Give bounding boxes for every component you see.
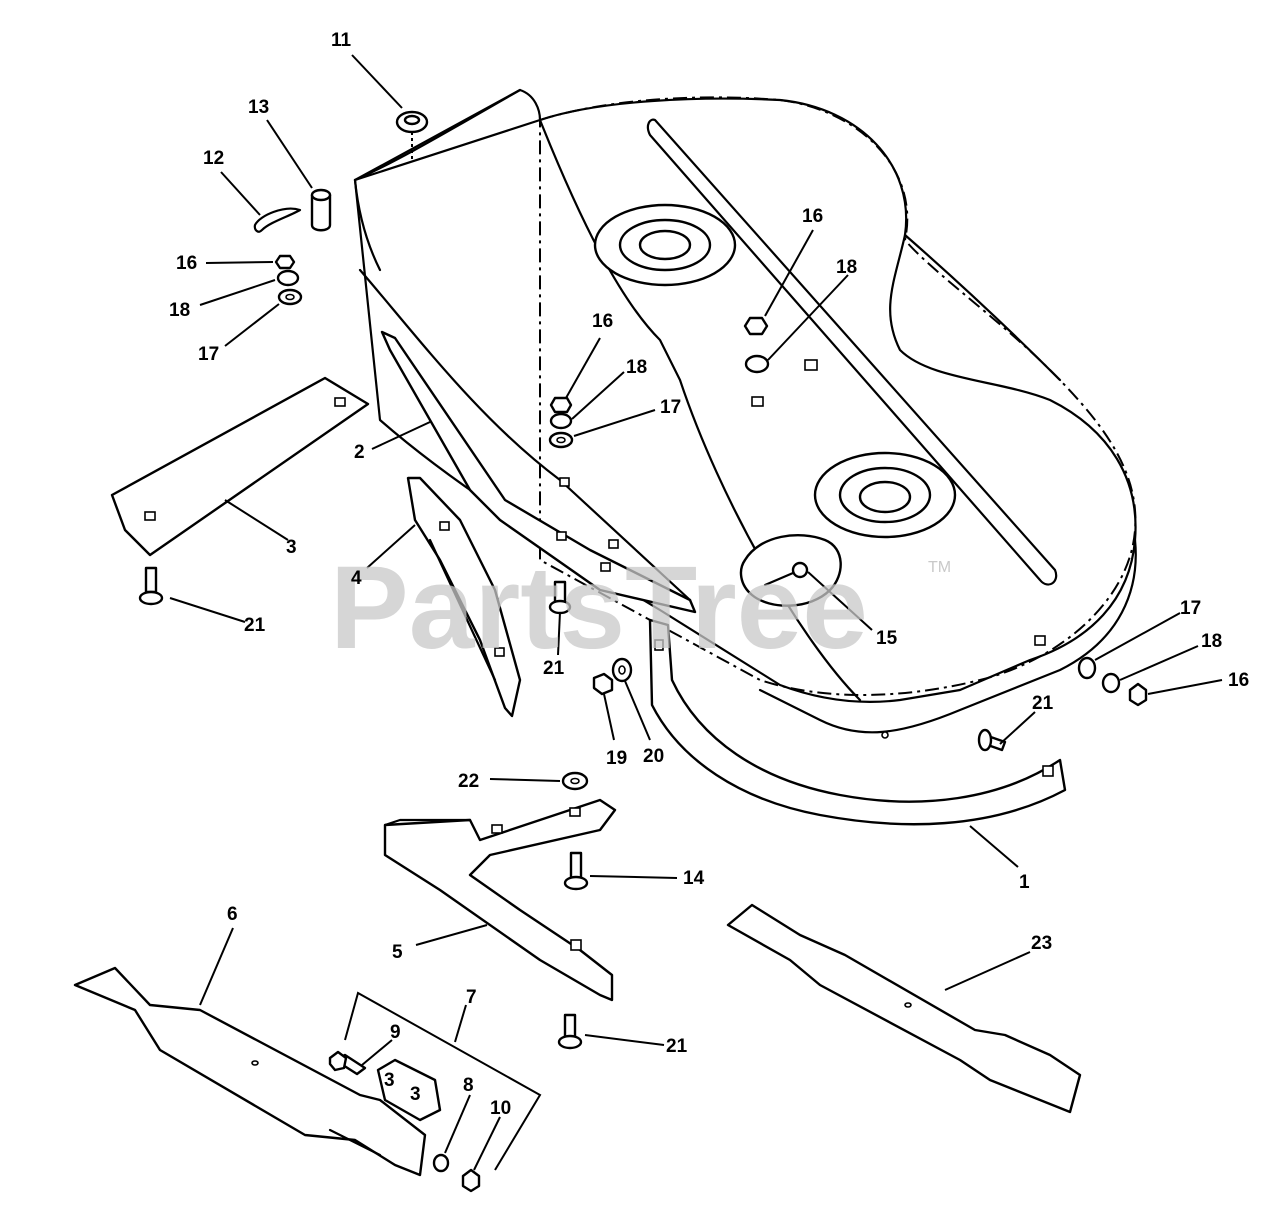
part-23-blade-right xyxy=(726,903,1082,1114)
part-20-washer xyxy=(611,657,633,683)
fastener-stack-left xyxy=(274,254,303,306)
part-10-nut xyxy=(461,1168,481,1193)
svg-text:3: 3 xyxy=(410,1084,421,1105)
part-21-bolt-center xyxy=(548,580,572,615)
part-9-bolt xyxy=(328,1050,367,1076)
callout-1: 1 xyxy=(1019,872,1030,893)
part-19-nut xyxy=(592,672,614,696)
callout-3: 3 xyxy=(286,537,297,558)
callout-22: 22 xyxy=(458,771,479,792)
callout-16-right: 16 xyxy=(1228,670,1249,691)
part-7-adapter-set: 3 3 xyxy=(344,991,542,1171)
callout-21-left: 21 xyxy=(244,615,266,636)
fastener-stack-upper-right xyxy=(743,316,770,374)
part-11-cap xyxy=(395,110,429,160)
part-14-bolt xyxy=(563,851,589,891)
part-3-baffle-plate xyxy=(110,376,370,557)
callout-11: 11 xyxy=(331,30,352,51)
callout-17-left: 17 xyxy=(198,344,219,365)
callout-23: 23 xyxy=(1031,933,1052,954)
callout-20: 20 xyxy=(643,746,664,767)
callout-15: 15 xyxy=(876,628,898,649)
callout-5: 5 xyxy=(392,942,403,963)
callout-7: 7 xyxy=(466,987,477,1008)
part-21-bolt-left xyxy=(138,566,164,606)
callout-2: 2 xyxy=(354,442,365,463)
callout-16-left: 16 xyxy=(176,253,197,274)
callout-4: 4 xyxy=(351,568,362,589)
callout-18-center: 18 xyxy=(626,357,647,378)
part-22-washer xyxy=(561,771,589,791)
part-5-mounting-bracket xyxy=(383,798,617,1002)
callout-8: 8 xyxy=(463,1075,474,1096)
part-12-hairpin-clip xyxy=(253,207,302,233)
watermark: PartsTree TM xyxy=(330,542,951,674)
callout-16-center: 16 xyxy=(592,311,613,332)
callout-21-center: 21 xyxy=(543,658,565,679)
fastener-stack-right xyxy=(1077,656,1148,707)
callout-12: 12 xyxy=(203,148,224,169)
part-15-knob xyxy=(739,533,842,607)
watermark-trademark: TM xyxy=(928,559,951,576)
callout-9: 9 xyxy=(390,1022,401,1043)
watermark-text: PartsTree xyxy=(330,542,868,674)
leader-lines xyxy=(169,54,1223,1171)
part-21-bolt-lower xyxy=(557,1013,583,1050)
callout-19: 19 xyxy=(606,748,627,769)
callout-21-right: 21 xyxy=(1032,693,1054,714)
part-21-bolt-right xyxy=(977,728,1007,752)
callout-18-right: 18 xyxy=(1201,631,1222,652)
mower-deck-housing xyxy=(353,88,1137,739)
callout-10: 10 xyxy=(490,1098,511,1119)
callout-21-lower: 21 xyxy=(666,1036,688,1057)
callout-14: 14 xyxy=(683,868,705,889)
svg-text:3: 3 xyxy=(384,1070,395,1091)
callout-17-right: 17 xyxy=(1180,598,1201,619)
callout-labels: 1 2 3 4 5 6 7 8 9 10 11 12 13 14 15 16 1… xyxy=(169,30,1249,1119)
part-2-baffle-strip xyxy=(380,330,697,614)
callout-18-upper-right: 18 xyxy=(836,257,857,278)
part-13-pin xyxy=(310,188,332,232)
callout-17-center: 17 xyxy=(660,397,681,418)
callout-16-upper-right: 16 xyxy=(802,206,823,227)
callout-13: 13 xyxy=(248,97,269,118)
callout-6: 6 xyxy=(227,904,238,925)
part-4-bracket xyxy=(406,476,522,718)
callout-18-left: 18 xyxy=(169,300,190,321)
part-6-blade-left xyxy=(73,966,427,1177)
fastener-stack-center xyxy=(548,396,574,449)
part-1-rear-baffle xyxy=(648,618,1067,826)
part-8-washer xyxy=(432,1153,450,1173)
